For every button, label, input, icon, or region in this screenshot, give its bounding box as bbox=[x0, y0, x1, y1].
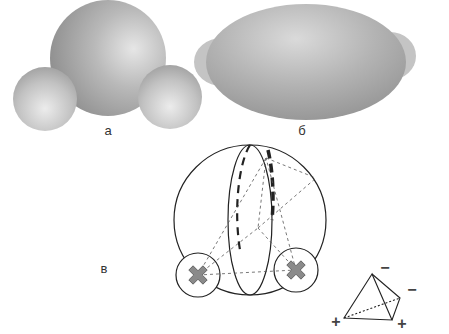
figure-letter: а bbox=[104, 124, 111, 137]
charge-model bbox=[174, 145, 400, 320]
charge-sign: − bbox=[380, 260, 389, 276]
figure-letter: б bbox=[298, 124, 305, 137]
charge-sign: − bbox=[407, 282, 416, 298]
tetrahedron bbox=[344, 274, 400, 320]
proton-cross bbox=[184, 256, 310, 289]
charge-sign: + bbox=[331, 314, 340, 330]
figure-letter: в bbox=[101, 262, 108, 275]
charge-sign: + bbox=[397, 316, 406, 332]
ball-model bbox=[13, 0, 202, 131]
space-filling-model bbox=[194, 4, 416, 120]
